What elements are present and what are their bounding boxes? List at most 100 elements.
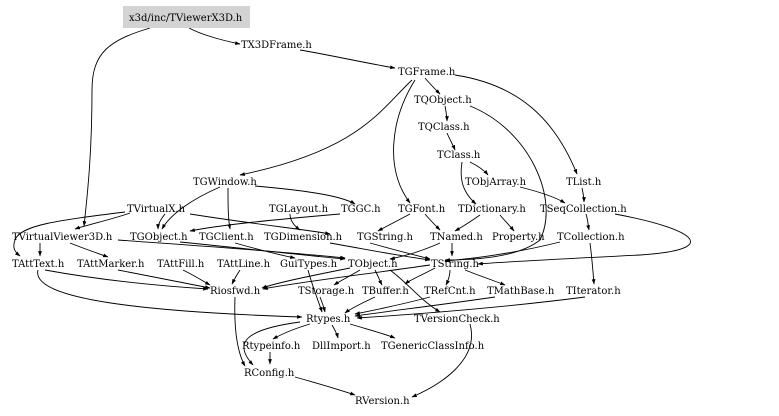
node-tgfont[interactable]: TGFont.h bbox=[398, 204, 446, 215]
edge-tgframe-tgfont bbox=[393, 79, 416, 204]
node-tattline[interactable]: TAttLine.h bbox=[217, 259, 271, 270]
node-tattfill[interactable]: TAttFill.h bbox=[157, 259, 205, 270]
edge-tvirtualx-tgobject bbox=[156, 213, 166, 230]
node-tnamed[interactable]: TNamed.h bbox=[430, 232, 483, 243]
edge-tobject-tbuffer bbox=[374, 269, 383, 286]
node-tgdimension[interactable]: TGDimension.h bbox=[264, 232, 343, 243]
edge-rtypes-dllimport bbox=[331, 324, 339, 339]
edge-tseqcollection-tstring bbox=[477, 213, 691, 266]
node-tstring[interactable]: TString.h bbox=[431, 259, 480, 270]
node-tlist[interactable]: TList.h bbox=[566, 177, 602, 188]
edge-tstorage-rtypes bbox=[319, 296, 326, 313]
node-rconfig[interactable]: RConfig.h bbox=[244, 368, 295, 379]
root-node-box bbox=[123, 6, 250, 28]
node-tqobject[interactable]: TQObject.h bbox=[414, 95, 472, 106]
edge-tgstring-tstring bbox=[369, 242, 431, 260]
node-rtypeinfo[interactable]: Rtypeinfo.h bbox=[242, 341, 301, 352]
edge-tgwindow-tggc bbox=[254, 185, 356, 205]
node-root[interactable]: x3d/inc/TViewerX3D.h bbox=[129, 13, 243, 24]
node-tvirtualx[interactable]: TVirtualX.h bbox=[127, 204, 186, 215]
edge-tgwindow-tgobject bbox=[161, 186, 221, 230]
node-tattmarker[interactable]: TAttMarker.h bbox=[77, 259, 145, 270]
edge-tgclient-guitypes bbox=[234, 242, 296, 259]
node-tglayout[interactable]: TGLayout.h bbox=[269, 204, 329, 215]
edge-tvirtualviewer3d-tobject bbox=[117, 239, 346, 260]
edge-riosfwd-rconfig bbox=[234, 296, 246, 367]
node-tcollection[interactable]: TCollection.h bbox=[557, 232, 625, 243]
node-tggc[interactable]: TGGC.h bbox=[341, 204, 381, 215]
edges bbox=[13, 27, 691, 398]
node-tqclass[interactable]: TQClass.h bbox=[418, 122, 470, 133]
edge-tclass-tdictionary bbox=[460, 161, 477, 205]
edge-tatttext-riosfwd bbox=[44, 269, 209, 291]
edge-tggc-tgobject bbox=[189, 213, 341, 232]
edge-rtypes-tgenericclassinfo bbox=[349, 323, 396, 339]
node-tmathbase[interactable]: TMathBase.h bbox=[487, 286, 555, 297]
node-tstorage[interactable]: TStorage.h bbox=[298, 286, 355, 297]
edge-tnamed-tobject bbox=[389, 242, 441, 260]
node-tgclient[interactable]: TGClient.h bbox=[199, 232, 254, 243]
edge-rtypes-rtypeinfo bbox=[272, 323, 311, 340]
node-tgobject[interactable]: TGObject.h bbox=[130, 232, 188, 243]
edge-tbuffer-rtypes bbox=[344, 296, 376, 314]
edge-tstring-tmathbase bbox=[464, 269, 506, 286]
edge-tglayout-tgdimension bbox=[289, 213, 301, 231]
edge-tqobject-tqclass bbox=[444, 105, 449, 122]
node-dllimport[interactable]: DllImport.h bbox=[312, 341, 371, 352]
node-tclass[interactable]: TClass.h bbox=[437, 150, 481, 161]
edge-tattfill-riosfwd bbox=[182, 269, 211, 286]
edge-root-tx3dframe bbox=[188, 27, 241, 45]
edge-tstring-riosfwd bbox=[262, 264, 431, 290]
edge-tcollection-tstring bbox=[444, 241, 561, 263]
edge-tvirtualx-tvirtualviewer3d bbox=[74, 212, 131, 230]
edge-rconfig-rversion bbox=[294, 376, 356, 396]
edge-rtypes-rconfig bbox=[243, 321, 301, 366]
edge-tlist-tseqcollection bbox=[581, 187, 586, 203]
edge-titerator-rtypes bbox=[356, 296, 586, 320]
node-property[interactable]: Property.h bbox=[492, 232, 545, 243]
edge-tversioncheck-rversion bbox=[411, 323, 472, 398]
edge-tstring-trefcnt bbox=[445, 269, 451, 286]
edge-tobject-riosfwd bbox=[261, 267, 351, 289]
node-riosfwd[interactable]: Riosfwd.h bbox=[210, 286, 261, 297]
edge-tgframe-tqobject bbox=[424, 77, 441, 95]
node-rversion[interactable]: RVersion.h bbox=[355, 396, 410, 407]
edge-tattmarker-riosfwd bbox=[117, 269, 211, 289]
edge-tqclass-tclass bbox=[446, 132, 456, 151]
edge-guitypes-rtypes bbox=[307, 269, 323, 313]
node-trefcnt[interactable]: TRefCnt.h bbox=[424, 286, 476, 297]
node-tobject[interactable]: TObject.h bbox=[348, 259, 398, 270]
edge-tobject-tstorage bbox=[333, 269, 361, 286]
node-tgstring[interactable]: TGString.h bbox=[357, 232, 414, 243]
node-tgenericclassinfo[interactable]: TGenericClassInfo.h bbox=[381, 341, 485, 352]
edge-tx3dframe-tgframe bbox=[299, 49, 396, 70]
edge-tqobject-tstring bbox=[444, 105, 547, 262]
node-tgframe[interactable]: TGFrame.h bbox=[398, 67, 456, 78]
node-tobjarray[interactable]: TObjArray.h bbox=[465, 177, 527, 188]
node-tversioncheck[interactable]: TVersionCheck.h bbox=[414, 314, 500, 325]
edge-tgframe-tgwindow bbox=[239, 79, 413, 176]
edge-tvirtualx-tatttext bbox=[13, 211, 126, 257]
node-tatttext[interactable]: TAttText.h bbox=[12, 259, 65, 270]
edge-tgfont-tgstring bbox=[377, 213, 411, 232]
edge-tdictionary-property bbox=[499, 214, 515, 232]
node-tbuffer[interactable]: TBuffer.h bbox=[362, 286, 409, 297]
edge-root-tvirtualviewer3d bbox=[82, 27, 151, 227]
node-titerator[interactable]: TIterator.h bbox=[566, 286, 621, 297]
edge-tvirtualviewer3d-tattmarker bbox=[69, 242, 109, 258]
node-tvirtualviewer3d[interactable]: TVirtualViewer3D.h bbox=[12, 232, 113, 243]
edge-tatttext-rtypes bbox=[37, 269, 303, 319]
node-guitypes[interactable]: GuiTypes.h bbox=[280, 259, 338, 270]
edge-tcollection-titerator bbox=[589, 242, 596, 285]
node-tgwindow[interactable]: TGWindow.h bbox=[193, 177, 257, 188]
edge-tattline-riosfwd bbox=[231, 269, 241, 285]
edge-tobjarray-tseqcollection bbox=[519, 186, 566, 204]
edge-tgframe-tlist bbox=[454, 74, 578, 175]
node-rtypes[interactable]: Rtypes.h bbox=[306, 314, 351, 325]
node-tseqcollection[interactable]: TSeqCollection.h bbox=[540, 204, 627, 215]
edge-trefcnt-rtypes bbox=[354, 296, 431, 315]
node-tdictionary[interactable]: TDictionary.h bbox=[458, 204, 526, 215]
node-tx3dframe[interactable]: TX3DFrame.h bbox=[241, 40, 312, 51]
edge-tobject-tversioncheck bbox=[389, 269, 441, 313]
